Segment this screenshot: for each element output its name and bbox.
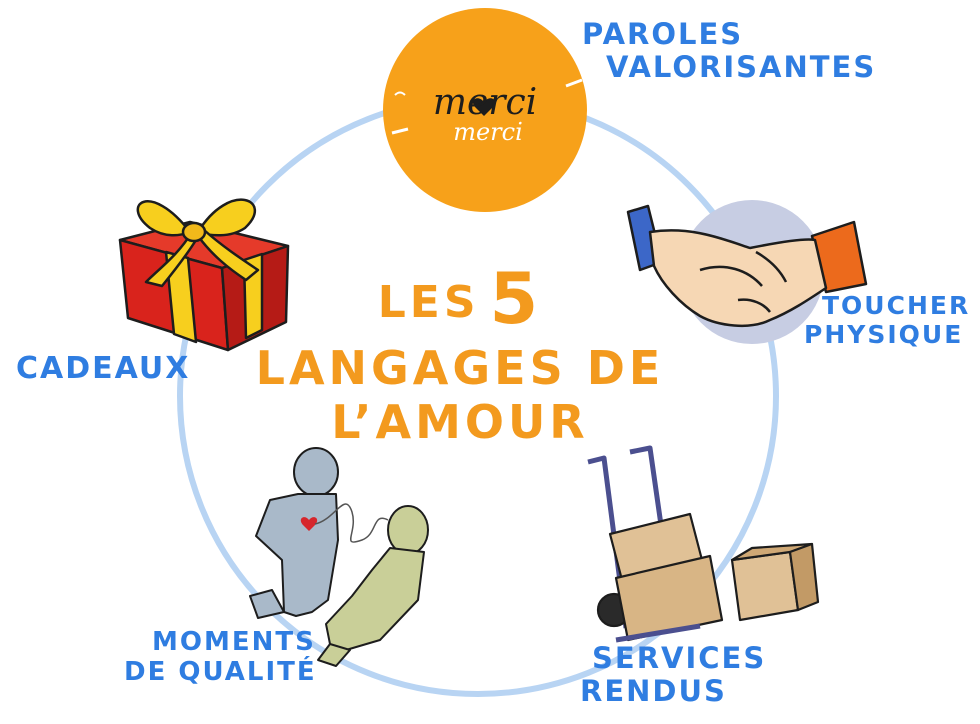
label-toucher-physique: TOUCHER PHYSIQUE [804, 291, 971, 350]
handshake-icon [626, 200, 868, 344]
merci-badge-icon: merci merci [383, 8, 587, 212]
badge-word-1: merci [433, 82, 537, 123]
label-paroles-line-2: VALORISANTES [606, 50, 877, 85]
title-prefix: LES [377, 277, 480, 328]
title-line-3: L’AMOUR [331, 394, 589, 449]
label-services-rendus: SERVICES RENDUS [580, 641, 767, 709]
label-toucher-line-2: PHYSIQUE [804, 319, 964, 349]
label-toucher-line-1: TOUCHER [822, 291, 971, 320]
label-services-line-2: RENDUS [580, 674, 727, 709]
label-moments-line-2: DE QUALITÉ [124, 656, 317, 687]
badge-word-2: merci [453, 118, 523, 146]
label-services-line-1: SERVICES [592, 641, 767, 675]
title-number: 5 [489, 258, 543, 340]
label-moments-line-1: MOMENTS [152, 627, 316, 657]
title-line-2: LANGAGES DE [255, 340, 665, 395]
hand-truck-icon [587, 445, 820, 643]
quality-time-figures-icon [249, 447, 429, 667]
label-cadeaux-line-1: CADEAUX [16, 351, 191, 386]
label-paroles-valorisantes: PAROLES VALORISANTES [582, 17, 877, 85]
gift-box-icon [118, 198, 290, 352]
label-cadeaux: CADEAUX [16, 351, 191, 387]
label-paroles-line-1: PAROLES [582, 17, 744, 51]
label-moments-de-qualite: MOMENTS DE QUALITÉ [124, 627, 317, 688]
